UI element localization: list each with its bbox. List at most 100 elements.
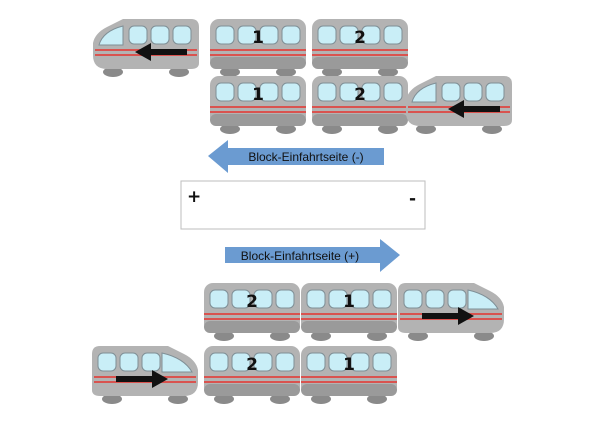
wagon-stripe [301, 318, 397, 320]
arrow-minus-label: Block-Einfahrtseite (-) [248, 150, 363, 164]
wagon-window [281, 82, 301, 102]
wagon-window [317, 82, 337, 102]
locomotive [93, 19, 199, 77]
wagon-1: 1 [210, 19, 306, 77]
wheel [378, 124, 398, 134]
wagon-window [215, 25, 235, 45]
wheel [311, 331, 331, 341]
locomotive [398, 283, 504, 341]
wagon-window [383, 82, 403, 102]
loco-windshield [467, 289, 499, 310]
wagon-stripe [312, 111, 408, 113]
locomotive [406, 76, 512, 134]
loco-window [119, 352, 139, 372]
wagon-window [259, 25, 279, 45]
arrow-right-shape [225, 239, 400, 272]
wagon-number: 2 [246, 292, 258, 312]
wagon-window [215, 82, 235, 102]
wagon-window [209, 352, 229, 372]
wheel [220, 124, 240, 134]
wagon-1: 1 [210, 76, 306, 134]
loco-window [463, 82, 483, 102]
wheel [367, 331, 387, 341]
wagon-number: 1 [252, 85, 264, 105]
arrow-plus-label: Block-Einfahrtseite (+) [241, 249, 359, 263]
wagon-window [231, 352, 251, 372]
wagon-window [361, 82, 381, 102]
direction-arrow-left-icon [448, 100, 500, 118]
arrow-left-shape [208, 140, 384, 173]
loco-window [403, 289, 423, 309]
wagon-window [339, 82, 359, 102]
wheel [214, 331, 234, 341]
wheel [102, 394, 122, 404]
wagon-window [328, 352, 348, 372]
wagon-skirt [204, 384, 300, 396]
loco-windshield [98, 25, 124, 46]
wagon-stripe [301, 376, 397, 378]
wheel [322, 67, 342, 77]
wagon-stripe [301, 313, 397, 315]
loco-window [150, 25, 170, 45]
wagon-2: 2 [204, 346, 300, 404]
wheel [322, 124, 342, 134]
wheel [276, 124, 296, 134]
wheel [367, 394, 387, 404]
wagon-window [328, 289, 348, 309]
wagon-window [275, 289, 295, 309]
wagon-stripe [204, 318, 300, 320]
wagon-window [317, 25, 337, 45]
loco-window [485, 82, 505, 102]
wheel [311, 394, 331, 404]
direction-arrow-left-icon [135, 43, 187, 61]
wagon-window [350, 289, 370, 309]
wagon-window [281, 25, 301, 45]
wagon-stripe [204, 376, 300, 378]
wagon-skirt [204, 321, 300, 333]
wagon-number: 1 [343, 355, 355, 375]
locomotive [92, 346, 198, 404]
wagon-skirt [312, 57, 408, 69]
wagon-window [339, 25, 359, 45]
loco-window [128, 25, 148, 45]
wagon-skirt [301, 384, 397, 396]
wagon-number: 1 [343, 292, 355, 312]
wagon-window [231, 289, 251, 309]
wheel [482, 124, 502, 134]
wagon-window [383, 25, 403, 45]
block-rect [180, 180, 426, 230]
loco-window [425, 289, 445, 309]
wagon-stripe [210, 111, 306, 113]
wheel [276, 67, 296, 77]
wagon-number: 2 [354, 85, 366, 105]
wheel [220, 67, 240, 77]
block-entry-arrow-plus: Block-Einfahrtseite (+) [225, 239, 400, 272]
wheel [103, 67, 123, 77]
loco-window [441, 82, 461, 102]
wagon-window [306, 289, 326, 309]
wagon-window [275, 352, 295, 372]
wagon-stripe [204, 381, 300, 383]
wagon-window [306, 352, 326, 372]
wheel [169, 67, 189, 77]
wheel [270, 394, 290, 404]
loco-window [141, 352, 161, 372]
wagon-stripe [312, 106, 408, 108]
loco-windshield [161, 352, 193, 373]
wagon-window [237, 82, 257, 102]
wheel [168, 394, 188, 404]
wagon-window [372, 352, 392, 372]
wagon-window [259, 82, 279, 102]
wagon-number: 1 [252, 28, 264, 48]
wagon-stripe [210, 54, 306, 56]
loco-window [97, 352, 117, 372]
block-minus-label: - [409, 189, 416, 209]
wagon-1: 1 [301, 346, 397, 404]
wheel [378, 67, 398, 77]
block-plus-label: + [187, 187, 201, 207]
